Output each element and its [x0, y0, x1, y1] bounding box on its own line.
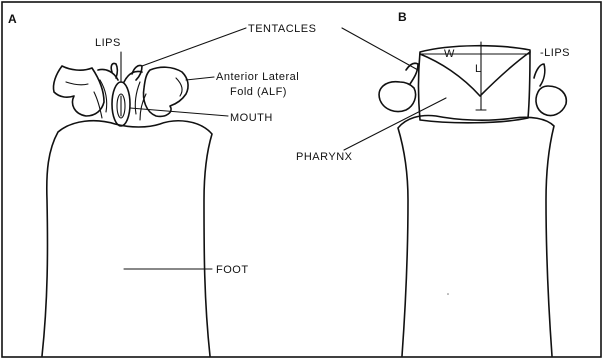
panel-b-drawing [379, 42, 566, 356]
panel-b-label: B [398, 10, 407, 24]
leader-mouth [130, 108, 228, 116]
leader-tentacles-b [342, 28, 418, 70]
figure-frame [2, 2, 601, 357]
label-pharynx: PHARYNX [296, 151, 353, 163]
label-lips-b: -LIPS [540, 47, 570, 59]
leader-tentacles-a [142, 28, 246, 66]
leader-alf [186, 77, 214, 80]
panel-a-left-lobe-fold [66, 82, 88, 85]
label-alf-line2: Fold (ALF) [230, 86, 287, 98]
label-w: W [444, 48, 455, 60]
panel-a-left-lobe [53, 66, 104, 116]
panel-a-foot-outline [42, 121, 212, 356]
label-lips-a: LIPS [95, 37, 121, 49]
panel-a-right-lobe-fold [176, 78, 182, 96]
panel-b-left-lobe [379, 82, 415, 112]
label-l: L [475, 63, 482, 75]
label-tentacles: TENTACLES [248, 23, 316, 35]
panel-a-label: A [8, 12, 17, 26]
panel-b-pharynx [419, 46, 531, 123]
panel-b-right-lobe [536, 86, 566, 116]
label-alf-line1: Anterior Lateral [216, 71, 299, 83]
label-mouth: MOUTH [230, 112, 273, 124]
panel-b-right-tentacle [534, 64, 545, 86]
speck [447, 293, 449, 295]
leader-pharynx [344, 98, 446, 150]
label-foot: FOOT [216, 264, 249, 276]
panel-b-foot-outline [398, 116, 554, 357]
panel-a-drawing [42, 63, 212, 356]
